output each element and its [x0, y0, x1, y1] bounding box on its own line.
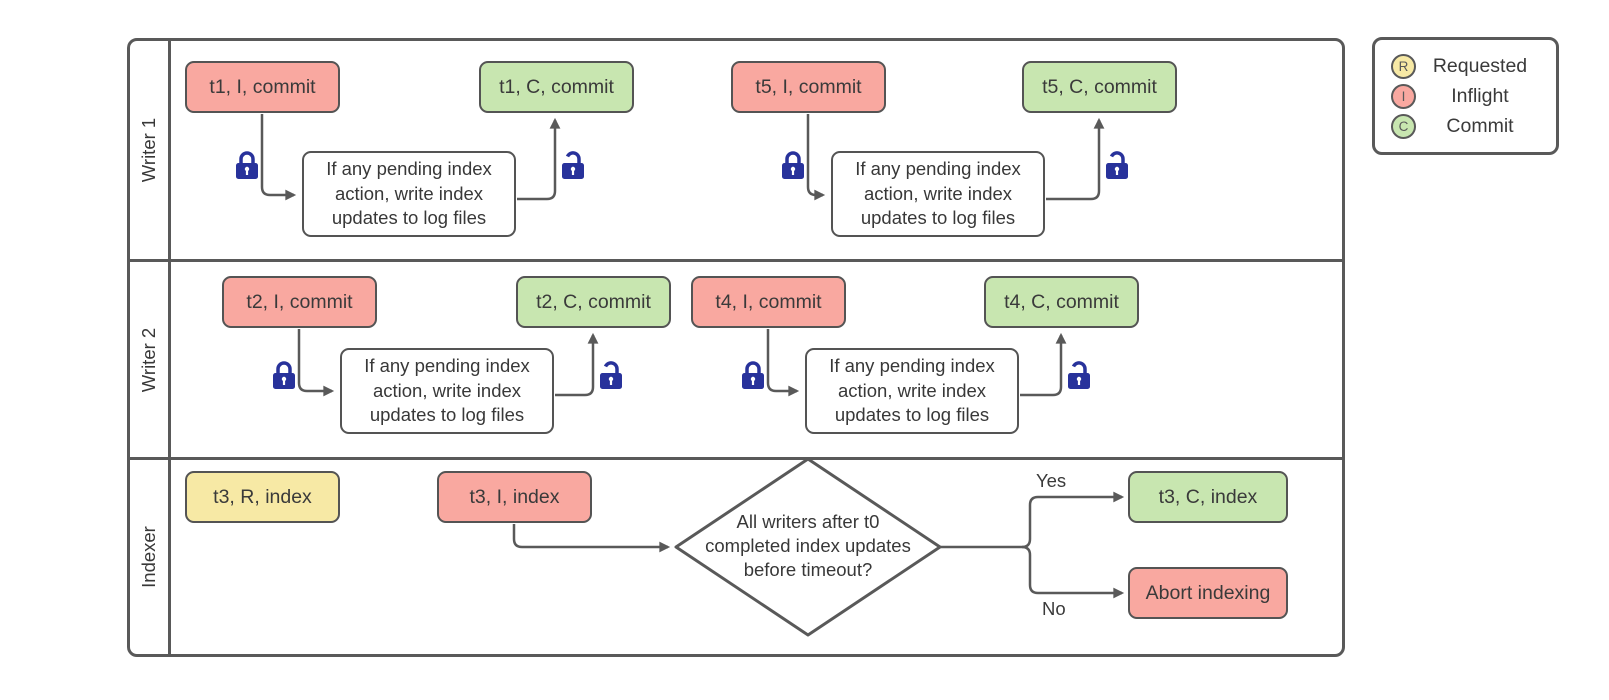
process-note-t5: If any pending index action, write index… — [831, 151, 1045, 237]
legend-box: R Requested I Inflight C Commit — [1372, 37, 1559, 155]
lane-writer-1: Writer 1 — [130, 41, 1342, 262]
lane-header-writer-2: Writer 2 — [130, 262, 171, 457]
lane-label-writer-1: Writer 1 — [138, 117, 160, 183]
lane-header-writer-1: Writer 1 — [130, 41, 171, 259]
lane-label-indexer: Indexer — [138, 526, 159, 588]
decision-text: All writers after t0 completed index upd… — [705, 511, 911, 581]
process-note-t1: If any pending index action, write index… — [302, 151, 516, 237]
legend-badge-inflight: I — [1391, 83, 1416, 109]
legend-badge-commit: C — [1391, 113, 1416, 139]
lock-closed-icon — [742, 361, 764, 389]
legend-item-requested: R Requested — [1391, 53, 1544, 79]
legend-item-inflight: I Inflight — [1391, 83, 1544, 109]
lock-open-icon — [600, 361, 622, 389]
branch-label-yes: Yes — [1036, 470, 1067, 491]
node-t4-inflight: t4, I, commit — [691, 276, 846, 328]
node-t3-inflight: t3, I, index — [437, 471, 592, 523]
lock-open-icon — [562, 151, 584, 179]
lock-closed-icon — [782, 151, 804, 179]
lane-header-indexer: Indexer — [130, 460, 171, 654]
process-note-t4: If any pending index action, write index… — [805, 348, 1019, 434]
lock-closed-icon — [273, 361, 295, 389]
legend-badge-requested: R — [1391, 53, 1416, 79]
lock-open-icon — [1106, 151, 1128, 179]
node-t1-commit: t1, C, commit — [479, 61, 634, 113]
lock-closed-icon — [236, 151, 258, 179]
legend-label-commit: Commit — [1446, 114, 1514, 137]
node-t2-commit: t2, C, commit — [516, 276, 671, 328]
branch-label-no: No — [1042, 598, 1066, 619]
node-abort-indexing: Abort indexing — [1128, 567, 1288, 619]
node-t5-commit: t5, C, commit — [1022, 61, 1177, 113]
process-note-t2: If any pending index action, write index… — [340, 348, 554, 434]
node-t4-commit: t4, C, commit — [984, 276, 1139, 328]
lane-label-writer-2: Writer 2 — [138, 327, 160, 392]
swimlane-frame: Writer 1 Writer 2 Indexer — [127, 38, 1345, 657]
node-t5-inflight: t5, I, commit — [731, 61, 886, 113]
node-t3-commit: t3, C, index — [1128, 471, 1288, 523]
lock-open-icon — [1068, 361, 1090, 389]
lane-writer-2: Writer 2 — [130, 262, 1342, 460]
legend-label-inflight: Inflight — [1451, 84, 1509, 107]
legend-item-commit: C Commit — [1391, 113, 1544, 139]
legend-label-requested: Requested — [1432, 54, 1528, 77]
node-t1-inflight: t1, I, commit — [185, 61, 340, 113]
node-t2-inflight: t2, I, commit — [222, 276, 377, 328]
lane-indexer: Indexer — [130, 460, 1342, 654]
node-t3-requested: t3, R, index — [185, 471, 340, 523]
